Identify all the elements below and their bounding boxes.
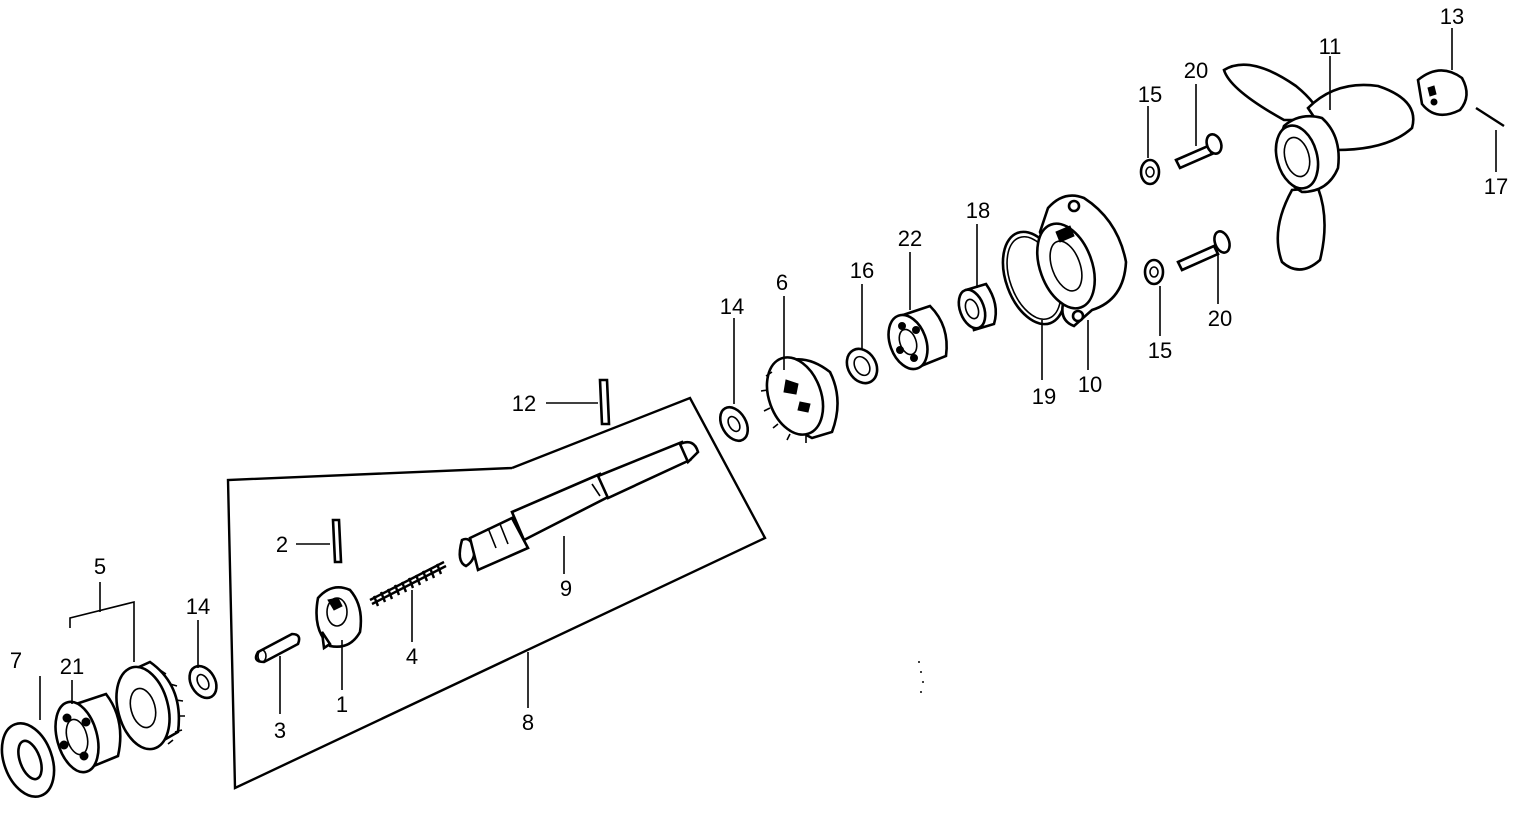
- callout-21: 21: [60, 654, 84, 679]
- callout-11: 11: [1319, 34, 1342, 59]
- part-15-washer-lower: [1143, 258, 1165, 286]
- callout-10: 10: [1078, 372, 1102, 397]
- part-15-washer-upper: [1139, 158, 1161, 186]
- callout-4: 4: [406, 644, 418, 669]
- part-11-propeller: [1222, 63, 1415, 271]
- part-9-shaft: [458, 440, 700, 572]
- part-18-seal: [957, 282, 998, 332]
- part-4-spring: [369, 560, 447, 607]
- part-13-cone-nut: [1416, 69, 1468, 117]
- callout-5: 5: [94, 554, 106, 579]
- part-10-housing: [1036, 194, 1128, 328]
- part-3-pin: [254, 632, 301, 664]
- part-16-seal: [845, 347, 879, 385]
- part-21-bearing: [54, 692, 122, 774]
- part-20-bolt-lower: [1176, 230, 1231, 272]
- callout-20-upper: 20: [1184, 58, 1208, 83]
- part-1-clutch: [315, 586, 363, 651]
- callout-22: 22: [898, 226, 922, 251]
- callout-18: 18: [966, 198, 990, 223]
- callout-14-right: 14: [720, 294, 744, 319]
- part-2-pin: [331, 518, 343, 564]
- callout-1: 1: [336, 692, 348, 717]
- callout-7: 7: [10, 648, 22, 673]
- part-17-cotter-pin: [1475, 106, 1505, 128]
- assembly-8-outline: [226, 396, 767, 790]
- callout-12: 12: [512, 391, 536, 416]
- callout-16: 16: [850, 258, 874, 283]
- callout-6: 6: [776, 270, 788, 295]
- part-22-bearing: [887, 304, 948, 371]
- part-14-washer-right: [718, 405, 750, 443]
- part-6-gear: [760, 356, 839, 443]
- part-5-gear: [115, 660, 185, 751]
- part-14-washer-left: [188, 664, 218, 700]
- callout-19: 19: [1032, 384, 1056, 409]
- callout-labels: 1 2 3 4 5 6 7 8 9 10 11 12 13 14 14 15 1…: [10, 4, 1508, 743]
- callout-8: 8: [522, 710, 534, 735]
- callout-2: 2: [276, 532, 288, 557]
- callout-14-left: 14: [186, 594, 210, 619]
- callout-3: 3: [274, 718, 286, 743]
- part-12-pin: [598, 378, 611, 426]
- callout-15-upper: 15: [1138, 82, 1162, 107]
- callout-17: 17: [1484, 174, 1508, 199]
- callout-15-lower: 15: [1148, 338, 1172, 363]
- callout-20-lower: 20: [1208, 306, 1232, 331]
- leader-lines: [39, 28, 1497, 720]
- callout-13: 13: [1440, 4, 1464, 29]
- callout-9: 9: [560, 576, 572, 601]
- part-7-washer: [0, 722, 56, 798]
- part-20-bolt-upper: [1174, 133, 1223, 170]
